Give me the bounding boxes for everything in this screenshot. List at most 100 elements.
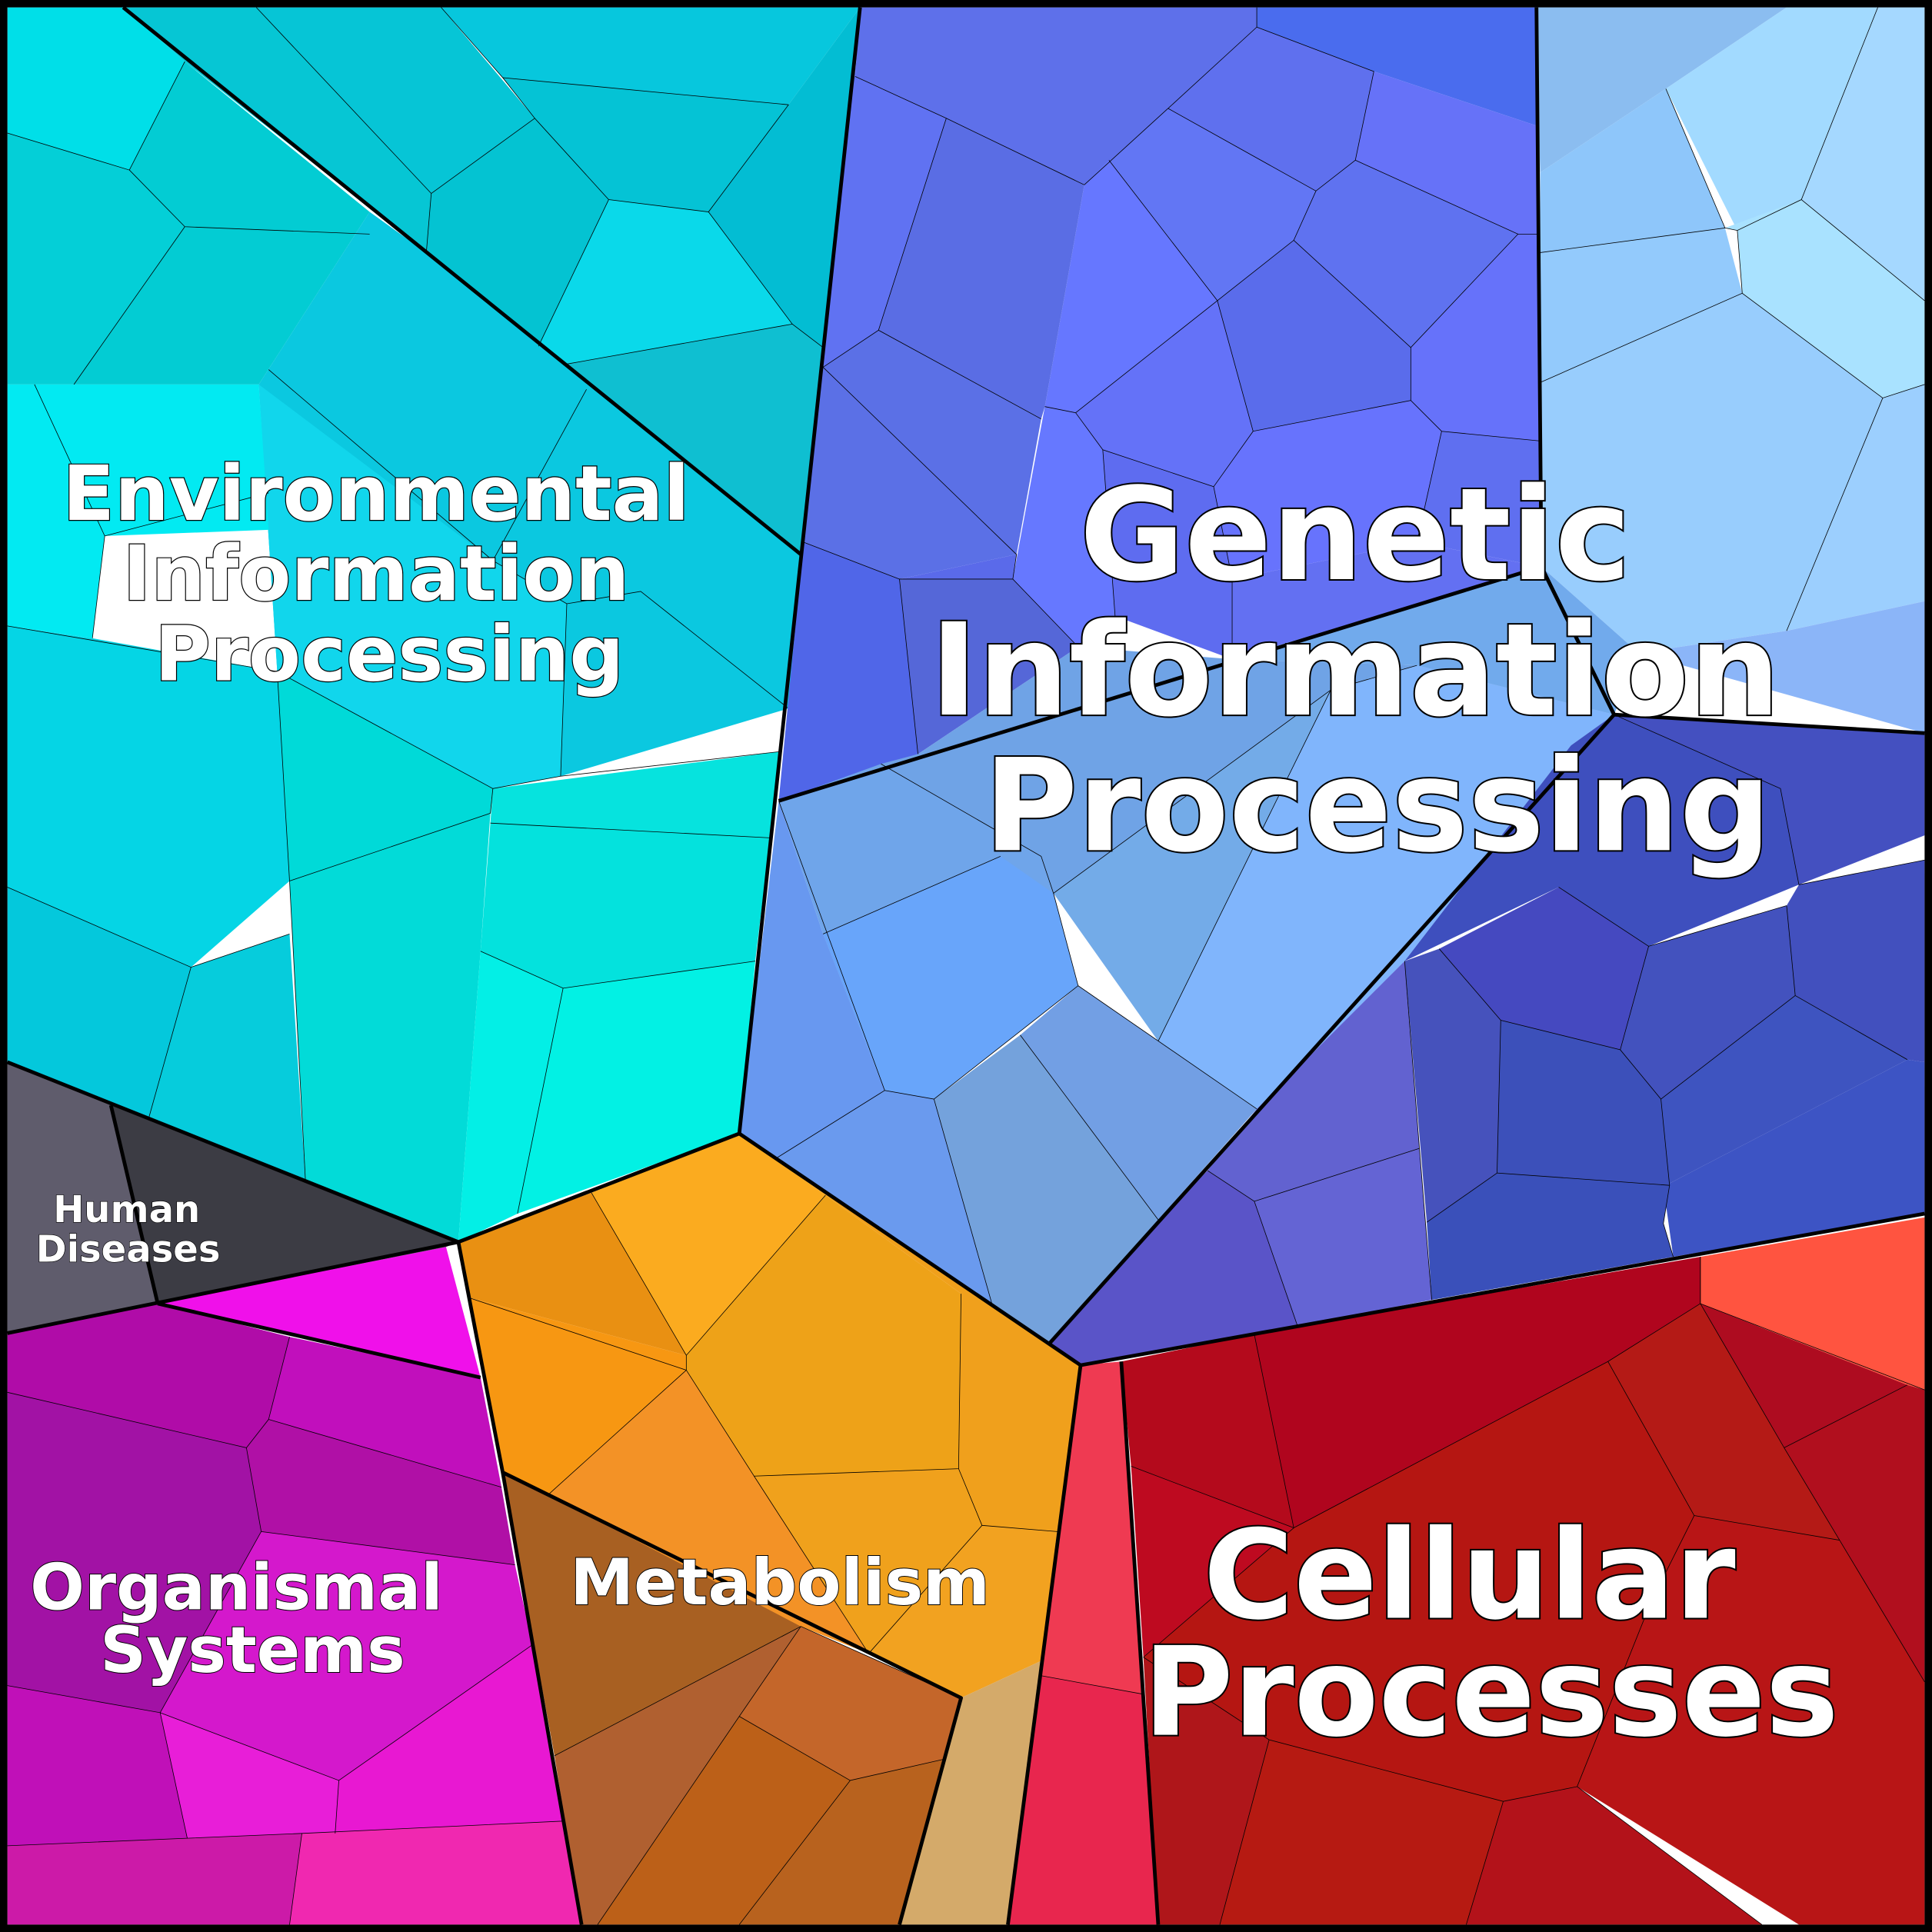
cell: [1102, 449, 1233, 660]
cell: [1254, 1148, 1432, 1326]
cell: [111, 1105, 458, 1304]
cell: [1801, 7, 1925, 301]
cell: [591, 1133, 826, 1356]
cell: [1614, 715, 1925, 885]
cell: [458, 951, 564, 1242]
cell: [1700, 1217, 1925, 1391]
cell: [1044, 160, 1217, 413]
cell: [268, 1337, 502, 1487]
cell: [1008, 1675, 1158, 1925]
cell: [1411, 234, 1542, 441]
label-line: Processes: [1143, 1621, 1839, 1764]
cell: [548, 1370, 869, 1654]
cell: [778, 541, 918, 801]
cell: [1355, 71, 1538, 235]
cell: [878, 118, 1084, 419]
cell: [7, 1833, 302, 1925]
region-metabolism: [458, 1133, 1081, 1925]
cell: [502, 77, 789, 212]
cell: [1049, 1170, 1297, 1366]
label-metabolism: Metabolism: [570, 1545, 990, 1620]
cell-borders: [776, 7, 1925, 1326]
cell: [160, 1712, 339, 1839]
cell: [1540, 228, 1743, 382]
label-line: Processing: [155, 610, 624, 698]
cell-borders: [7, 7, 824, 1214]
label-line: Information: [122, 530, 629, 618]
cell: [1661, 995, 1907, 1187]
cell: [335, 1644, 564, 1834]
cell: [754, 1468, 982, 1654]
cell: [1232, 541, 1542, 660]
cell: [1497, 1020, 1670, 1186]
cell: [1220, 1740, 1504, 1925]
cell: [441, 7, 861, 105]
region-borders: [6, 5, 1925, 1926]
cell: [739, 1626, 961, 1780]
cell: [1121, 1334, 1294, 1528]
cell: [1257, 7, 1537, 126]
label-organismal-systems: Organismal Systems: [30, 1550, 465, 1687]
cell: [490, 751, 781, 838]
cell: [7, 1061, 158, 1334]
cell: [1075, 300, 1254, 487]
label-human-diseases: Human Diseases: [36, 1188, 221, 1271]
cell: [1665, 7, 1878, 231]
cell: [1786, 860, 1925, 1062]
cell: [597, 1716, 851, 1925]
cell: [739, 1133, 1081, 1532]
cell: [7, 1303, 290, 1448]
cell: [803, 330, 1041, 579]
label-line: Processing: [984, 731, 1771, 881]
cell: [1638, 601, 1925, 734]
cell: [823, 856, 1078, 1100]
cell: [258, 384, 567, 789]
cell: [1012, 406, 1115, 648]
label-line: Information: [930, 596, 1780, 745]
cell: [1541, 293, 1883, 654]
cell: [1143, 1361, 1694, 1802]
cell: [1217, 240, 1411, 431]
cell: [1020, 985, 1257, 1221]
cell: [468, 1297, 687, 1495]
region-organismal-systems: [7, 1247, 582, 1925]
cell: [1620, 905, 1796, 1100]
cell: [1404, 715, 1799, 961]
region-cellular-processes: [1008, 1217, 1925, 1925]
cell: [1724, 199, 1925, 398]
cell: [1700, 1303, 1907, 1448]
label-line: Genetic: [1080, 461, 1631, 610]
cell: [148, 934, 306, 1183]
cell: [1786, 384, 1925, 631]
cell: [1294, 160, 1518, 348]
label-line: Metabolism: [570, 1545, 990, 1620]
cell: [458, 1192, 687, 1356]
cell: [1535, 7, 1787, 173]
cell: [538, 199, 793, 365]
cell: [854, 7, 1257, 185]
cell: [517, 961, 756, 1214]
cell: [1131, 1466, 1294, 1657]
cell: [563, 324, 824, 555]
cell: [1041, 1361, 1144, 1694]
cell: [158, 1247, 481, 1378]
cell: [899, 578, 1078, 754]
cell: [1158, 665, 1614, 1109]
cell: [502, 1472, 801, 1756]
cell: [289, 1820, 582, 1925]
cell: [7, 625, 290, 968]
cell: [686, 1194, 961, 1477]
label-line: Cellular: [1204, 1503, 1736, 1647]
cell: [1254, 1257, 1700, 1528]
cell: [7, 1392, 261, 1713]
label-line: Environmental: [62, 450, 689, 538]
label-line: Organismal: [30, 1550, 443, 1624]
cell: [1168, 27, 1374, 192]
region-genetic-information-processing: [739, 7, 1925, 1366]
cell: [934, 1034, 1158, 1344]
cell: [554, 1626, 801, 1925]
cell: [1143, 1657, 1270, 1925]
cell: [7, 7, 185, 171]
